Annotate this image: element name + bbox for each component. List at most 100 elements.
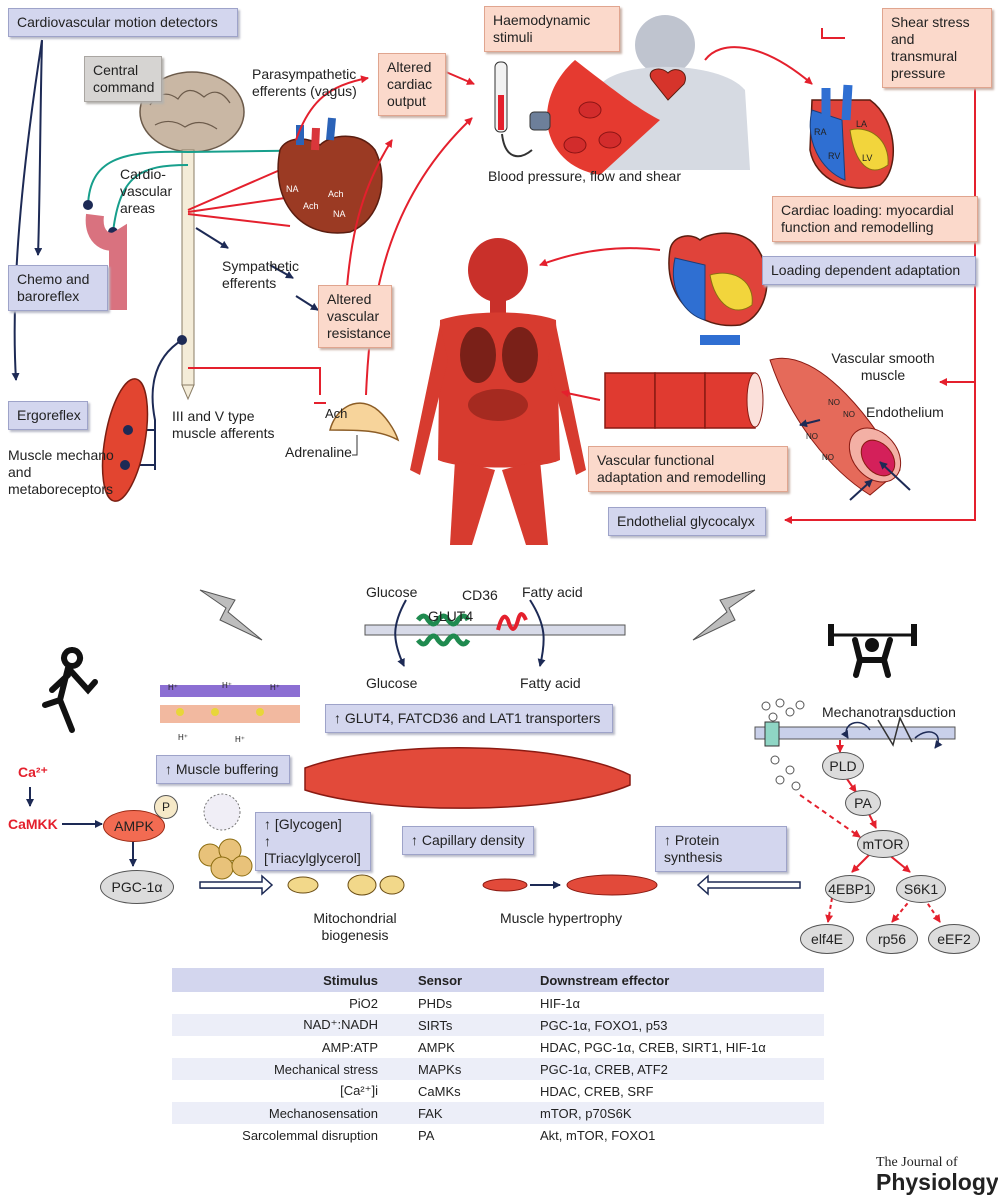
- camkk-label: CaMKK: [8, 816, 58, 832]
- no-label-1: NO: [828, 398, 840, 407]
- glycogen-label: ↑ [Glycogen]: [264, 816, 342, 832]
- 4ebp1-node: 4EBP1: [825, 875, 875, 903]
- altered-output-box: Altered cardiac output: [378, 53, 446, 116]
- muscle-hypertrophy-label: Muscle hypertrophy: [500, 910, 623, 926]
- adrenaline-label: Adrenaline: [285, 444, 352, 460]
- endothelium-label: Endothelium: [866, 404, 944, 420]
- no-label-2: NO: [843, 410, 855, 419]
- effector-cell: PGC-1α, FOXO1, p53: [534, 1014, 824, 1036]
- body-vasculature-icon: [410, 238, 586, 545]
- mtor-node: mTOR: [857, 830, 909, 858]
- vessel-cross-section-icon: [769, 357, 902, 496]
- pa-node: PA: [845, 790, 881, 816]
- glucose-bottom-label: Glucose: [366, 675, 418, 691]
- sensor-cell: PHDs: [418, 995, 452, 1011]
- sensor-cell: MAPKs: [412, 1058, 534, 1080]
- phospho-p-node: P: [154, 795, 178, 819]
- rv-label: RV: [828, 151, 841, 161]
- muscle-afferents-label: III and V type muscle afferents: [172, 408, 275, 441]
- stimulus-cell: Mechanical stress: [172, 1058, 412, 1080]
- glucose-top-label: Glucose: [366, 584, 418, 600]
- ra-label: RA: [814, 127, 827, 137]
- table-row: Sarcolemmal disruption PA Akt, mTOR, FOXO1: [172, 1124, 824, 1146]
- calcium-label: Ca²⁺: [18, 764, 48, 780]
- fatty-acid-bottom-label: Fatty acid: [520, 675, 581, 691]
- vessel-segments-icon: [604, 372, 764, 429]
- eef2-node: eEF2: [928, 924, 980, 954]
- fatty-acid-top-label: Fatty acid: [522, 584, 583, 600]
- capillary-density-box: ↑ Capillary density: [402, 826, 534, 855]
- small-muscle-icon: [482, 878, 528, 892]
- stimulus-cell: AMP:ATP: [321, 1039, 378, 1055]
- sensor-cell: CaMKs: [418, 1083, 461, 1099]
- sensor-cell: AMPK: [418, 1039, 455, 1055]
- mitochondrion-icon-2: [347, 874, 377, 896]
- cd36-transporter: [496, 612, 528, 631]
- h-ion-3: H⁺: [270, 683, 280, 692]
- stimulus-cell: Sarcolemmal disruption: [242, 1127, 378, 1143]
- mito-biogenesis-label: Mitochondrial biogenesis: [313, 910, 397, 943]
- cardio-motion-detectors-box: Cardiovascular motion detectors: [8, 8, 238, 37]
- aortic-arch: [85, 213, 127, 310]
- heart-ach-label-1: Ach: [328, 189, 344, 199]
- brain-icon: [139, 71, 245, 153]
- elf4e-node: elf4E: [800, 924, 854, 954]
- triacylglycerol-label: ↑ [Triacylglycerol]: [264, 833, 361, 866]
- stimulus-sensor-table: Stimulus Sensor Downstream effector PiO2…: [172, 968, 824, 1146]
- glut4-transporter: [416, 613, 471, 647]
- cd36-label: CD36: [462, 587, 498, 603]
- ach-gland-label: Ach: [325, 406, 348, 421]
- vascular-adaptation-box: Vascular functional adaptation and remod…: [588, 446, 788, 492]
- lv-label: LV: [862, 153, 873, 163]
- fat-droplets-icon: [198, 838, 253, 880]
- cardiac-loading-box: Cardiac loading: myocardial function and…: [772, 196, 978, 242]
- large-muscle-icon: [566, 874, 658, 896]
- heart-chambers-icon: [809, 84, 895, 189]
- header-stimulus: Stimulus: [172, 968, 412, 992]
- journal-brand-line2: Physiology: [876, 1169, 998, 1195]
- central-command-box: Central command: [84, 56, 162, 102]
- rp56-node: rp56: [866, 924, 918, 954]
- no-label-4: NO: [822, 453, 834, 462]
- cardio-areas-label: Cardio- vascular areas: [120, 166, 173, 216]
- membrane-right: [754, 726, 956, 740]
- effector-cell: HDAC, CREB, SRF: [540, 1083, 654, 1099]
- effector-cell: Akt, mTOR, FOXO1: [540, 1127, 656, 1143]
- transporters-box: ↑ GLUT4, FATCD36 and LAT1 transporters: [325, 704, 613, 733]
- ion-dots: [761, 698, 805, 791]
- mitochondrion-icon-3: [379, 875, 405, 895]
- mechanotransduction-label: Mechanotransduction: [822, 704, 956, 720]
- haemodynamic-box: Haemodynamic stimuli: [484, 6, 620, 52]
- channel-icon: [764, 721, 780, 747]
- stimulus-cell: PiO2: [349, 995, 378, 1011]
- mechano-receptors-label: Muscle mechano and metaboreceptors: [8, 447, 114, 497]
- effector-cell: mTOR, p70S6K: [534, 1102, 824, 1124]
- heart-ach-label-2: Ach: [303, 201, 319, 211]
- stimulus-cell: Mechanosensation: [172, 1102, 412, 1124]
- heart-icon: [277, 117, 383, 234]
- pld-node: PLD: [822, 752, 864, 780]
- heart-na-label-1: NA: [286, 184, 299, 194]
- table-header-row: Stimulus Sensor Downstream effector: [172, 968, 824, 992]
- mitochondrion-icon-1: [287, 876, 319, 894]
- muscle-belly: [304, 747, 631, 809]
- header-effector: Downstream effector: [534, 968, 824, 992]
- lightning-icon-left: [199, 589, 263, 641]
- glycogen-icon: [203, 793, 241, 831]
- heart-na-label-2: NA: [333, 209, 346, 219]
- bp-flow-shear-label: Blood pressure, flow and shear: [488, 168, 681, 184]
- altered-resistance-box: Altered vascular resistance: [318, 285, 392, 348]
- vsm-label: Vascular smooth muscle: [831, 350, 935, 383]
- shear-stress-box: Shear stress and transmural pressure: [882, 8, 992, 88]
- parasympathetic-label: Parasympathetic efferents (vagus): [252, 66, 357, 99]
- sensor-cell: PA: [418, 1127, 435, 1143]
- glut4-label: GLUT4: [428, 608, 474, 624]
- chemo-baroreflex-box: Chemo and baroreflex: [8, 265, 108, 311]
- protein-synthesis-box: ↑ Protein synthesis: [655, 826, 787, 872]
